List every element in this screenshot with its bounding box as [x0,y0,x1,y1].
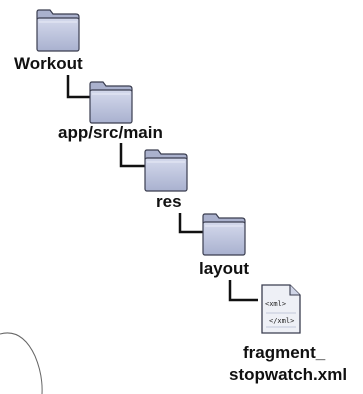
connector-layout-file [228,280,258,302]
xml-file-icon: <xml> </xml> [261,284,301,334]
folder-label-workout: Workout [14,54,83,73]
xml-open-tag: <xml> [265,300,286,308]
xml-close-tag: </xml> [269,317,294,325]
folder-label-layout: layout [199,259,250,278]
decorative-arc [0,332,43,394]
file-label-line2: stopwatch.xml [229,365,348,384]
connector-res-layout [178,213,203,234]
folder-label-res: res [156,192,182,211]
folder-icon-layout [202,213,246,256]
folder-label-app-src-main: app/src/main [58,123,163,142]
folder-icon-app-src-main [89,81,133,124]
file-label-line1: fragment_ [243,343,326,362]
connector-appsrc-res [119,143,145,168]
connector-workout-appsrc [66,75,90,99]
folder-icon-res [144,149,188,192]
folder-icon-workout [36,9,80,52]
